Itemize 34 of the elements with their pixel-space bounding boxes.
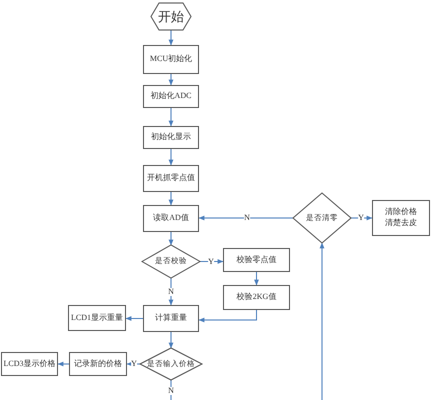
process-box: 初始化ADC [143, 85, 199, 108]
arrow [350, 216, 373, 220]
arrow [126, 362, 140, 366]
edge-label: Y [208, 258, 214, 266]
arrow [254, 272, 259, 286]
process-box: 校验零点值 [223, 248, 290, 272]
edge-label: N [168, 288, 174, 296]
process-box: 开机抓零点值 [143, 165, 199, 192]
process-box: 校验2KG值 [223, 285, 290, 310]
edge-label: N [244, 214, 250, 222]
arrow [198, 310, 257, 322]
process-box: LCD3显示价格 [1, 352, 58, 376]
arrow [168, 30, 174, 46]
edge-label: N [168, 387, 174, 395]
arrow [125, 316, 144, 321]
arrow [168, 74, 174, 86]
arrow [168, 148, 174, 166]
arrow [320, 242, 324, 400]
process-box: 初始化显示 [143, 126, 199, 149]
process-box: 清除价格清楚去皮 [372, 200, 430, 236]
edge-label: Y [358, 214, 364, 222]
process-box: LCD1显示重量 [68, 305, 126, 331]
arrow [168, 108, 174, 127]
start-hexagon: 开始 [151, 3, 191, 30]
edge-label: Y [131, 360, 137, 368]
process-box: 计算重量 [143, 305, 199, 332]
process-box: 读取AD值 [143, 205, 199, 232]
arrow [168, 232, 174, 246]
arrow [168, 332, 174, 349]
process-box: 记录新的价格 [69, 352, 127, 376]
arrow [198, 216, 294, 220]
process-box: MCU初始化 [143, 45, 199, 74]
arrow [168, 192, 174, 206]
arrow [57, 362, 70, 366]
